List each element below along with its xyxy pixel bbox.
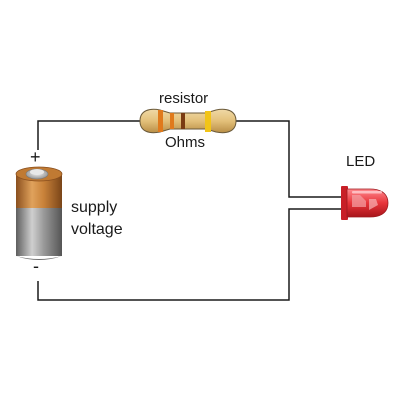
battery-label-line1: supply (71, 199, 118, 216)
led-label: LED (346, 153, 376, 170)
resistor-band-1 (158, 110, 163, 132)
wire-top-left (37, 120, 140, 150)
wire-bottom (37, 208, 344, 301)
battery-negative-symbol: - (33, 256, 39, 276)
battery-positive-symbol: + (30, 147, 41, 167)
battery-bottom (16, 256, 62, 260)
wire-top-right (236, 120, 344, 198)
led-inner-anode (352, 195, 366, 207)
battery-cap-top (30, 169, 44, 175)
resistor-label: resistor (159, 90, 209, 107)
battery-label-line2: voltage (71, 221, 123, 238)
resistor-band-4 (205, 111, 211, 132)
resistor-band-2 (170, 113, 174, 129)
battery (15, 166, 63, 260)
resistor-body (139, 108, 237, 134)
resistor (139, 108, 237, 134)
led-highlight (352, 191, 382, 194)
led-inner-cathode (369, 199, 378, 210)
led (341, 186, 389, 220)
resistor-value-label: Ohms (165, 134, 206, 151)
led-rim (341, 186, 348, 220)
resistor-band-3 (181, 113, 185, 129)
wires (37, 120, 344, 301)
